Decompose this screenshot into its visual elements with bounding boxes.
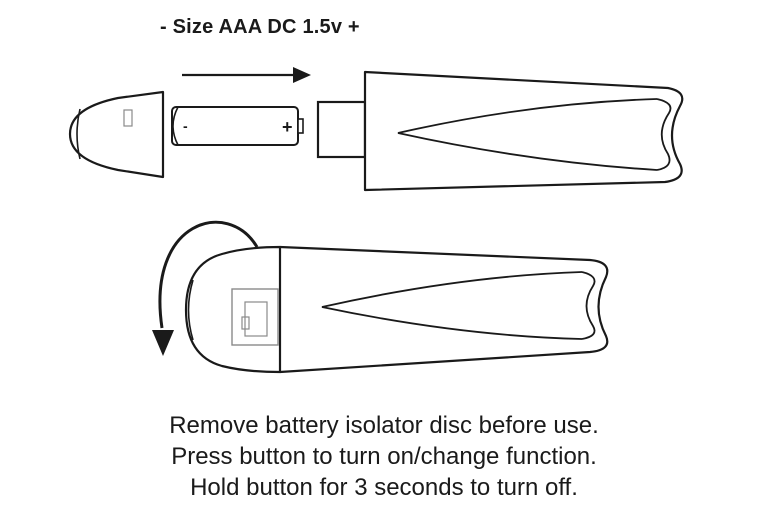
device-assembled xyxy=(184,245,609,374)
cap-contact-icon xyxy=(123,109,133,127)
insert-direction-arrow xyxy=(182,67,311,83)
rotate-cap-arrow xyxy=(152,220,259,356)
instruction-line: Remove battery isolator disc before use. xyxy=(169,412,599,439)
device-body-open xyxy=(316,70,684,192)
battery-compartment-tube xyxy=(316,100,367,159)
aaa-battery: - + xyxy=(171,106,304,146)
end-cap xyxy=(68,90,165,179)
battery-spec-label: - Size AAA DC 1.5v + xyxy=(160,16,360,38)
power-button-icon xyxy=(241,316,250,330)
battery-positive-mark: + xyxy=(282,117,293,137)
instruction-line: Press button to turn on/change function. xyxy=(171,443,597,470)
instructions-block: Remove battery isolator disc before use.… xyxy=(0,410,768,503)
instruction-line: Hold button for 3 seconds to turn off. xyxy=(190,474,578,501)
isolator-button-panel xyxy=(231,288,279,346)
battery-negative-mark: - xyxy=(183,118,188,134)
